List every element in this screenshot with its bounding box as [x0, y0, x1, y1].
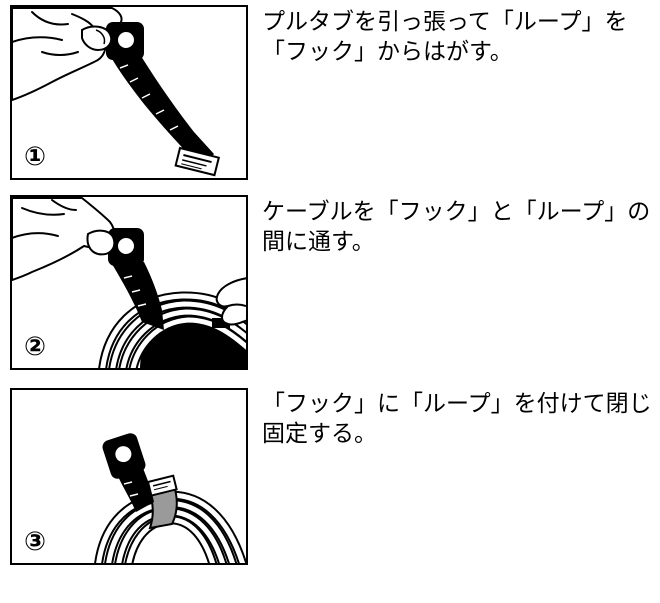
thumb	[81, 25, 113, 52]
strap-label	[174, 146, 221, 177]
finger-crease	[12, 36, 63, 43]
thumbnail	[95, 29, 106, 45]
strap	[108, 48, 214, 168]
strap-texture	[123, 481, 139, 497]
strap	[116, 466, 154, 512]
step-3-illustration: ③	[10, 388, 248, 565]
finger-crease	[12, 232, 59, 239]
strap-end	[212, 318, 230, 328]
finger-crease	[51, 199, 77, 211]
step-text-line: 「フック」からはがす。	[262, 39, 513, 65]
step-3-text: 「フック」に「ループ」を付けて閉じ 固定する。	[262, 389, 656, 449]
strap-label	[146, 474, 178, 497]
step-number: ②	[24, 332, 47, 362]
step-text-line: 間に通す。	[262, 229, 375, 255]
step-2-illustration: ②	[10, 195, 248, 370]
thumb	[86, 229, 116, 256]
tab-hole	[113, 444, 134, 465]
step-text-line: プルタブを引っ張って「ループ」を	[262, 9, 628, 35]
strap-texture	[123, 275, 147, 307]
step-3-drawing	[94, 433, 246, 563]
finger-crease	[21, 207, 65, 216]
step-1-drawing	[12, 7, 221, 177]
step-number: ①	[24, 142, 47, 172]
tab-hole	[116, 236, 136, 256]
hook-tab-group	[102, 433, 146, 479]
step-1-text: プルタブを引っ張って「ループ」を 「フック」からはがす。	[262, 7, 656, 67]
finger-crease	[227, 303, 246, 307]
right-hand	[215, 277, 246, 326]
step-2-text: ケーブルを「フック」と「ループ」の 間に通す。	[262, 197, 656, 257]
strap	[112, 262, 164, 330]
step-1-illustration: ①	[10, 5, 248, 180]
step-text-line: 固定する。	[262, 421, 377, 447]
step-2-drawing	[12, 197, 246, 368]
tab-hole	[116, 30, 136, 50]
step-text-line: ケーブルを「フック」と「ループ」の	[262, 199, 651, 225]
step-text-line: 「フック」に「ループ」を付けて閉じ	[262, 391, 652, 417]
finger-crease	[31, 11, 69, 26]
strap-texture	[119, 64, 179, 131]
finger-crease	[41, 51, 79, 56]
step-number: ③	[24, 527, 47, 557]
